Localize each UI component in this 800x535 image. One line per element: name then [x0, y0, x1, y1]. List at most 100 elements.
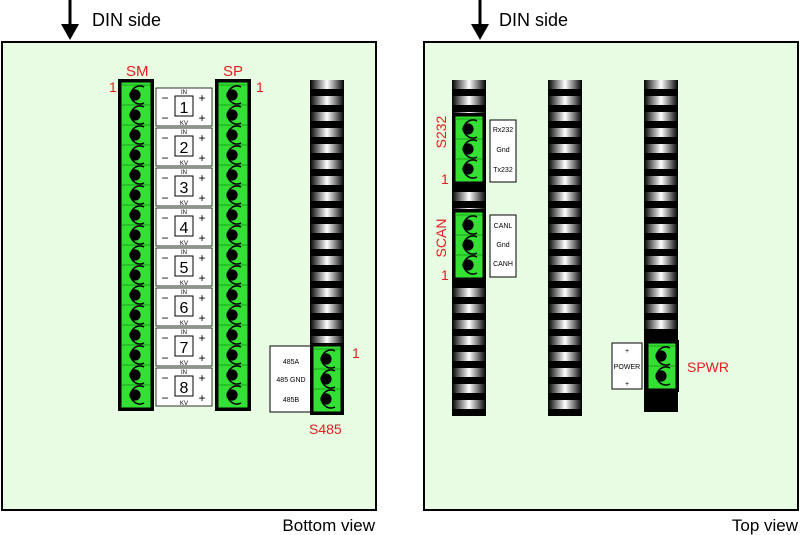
- screw-terminal-icon[interactable]: [226, 189, 238, 201]
- channel-minus-bottom: −: [161, 111, 168, 125]
- screw-terminal-icon[interactable]: [226, 229, 238, 241]
- channel-kv-label: KV: [180, 161, 188, 167]
- channel-plus-top: +: [198, 291, 205, 305]
- screw-terminal-icon[interactable]: [129, 169, 141, 181]
- screw-terminal-icon[interactable]: [226, 169, 238, 181]
- screw-terminal-icon[interactable]: [226, 369, 238, 381]
- screw-terminal-icon[interactable]: [129, 349, 141, 361]
- screw-terminal-icon[interactable]: [129, 249, 141, 261]
- vent-slot-gap: [548, 169, 582, 176]
- vent-slot: [548, 208, 582, 217]
- screw-terminal-icon[interactable]: [226, 389, 238, 401]
- vent-slot: [644, 160, 678, 169]
- sm-terminal-block[interactable]: [118, 79, 154, 411]
- screw-terminal-icon[interactable]: [226, 209, 238, 221]
- screw-terminal-icon[interactable]: [129, 309, 141, 321]
- screw-terminal-icon[interactable]: [226, 89, 238, 101]
- spwr-label: SPWR: [687, 359, 729, 375]
- vent-slot: [644, 96, 678, 105]
- channel-in-label: IN: [181, 370, 187, 376]
- screw-terminal-icon[interactable]: [655, 370, 667, 382]
- vent-slot-gap: [644, 137, 678, 144]
- vent-slot-gap: [310, 121, 344, 128]
- vent-slot: [548, 272, 582, 281]
- vent-slot-gap: [310, 329, 344, 336]
- vent-slot: [548, 304, 582, 313]
- screw-terminal-icon[interactable]: [129, 289, 141, 301]
- screw-terminal-icon[interactable]: [129, 189, 141, 201]
- screw-terminal-icon[interactable]: [226, 149, 238, 161]
- screw-terminal-icon[interactable]: [129, 329, 141, 341]
- bottom-view-label: Bottom view: [282, 516, 375, 535]
- screw-terminal-icon[interactable]: [226, 269, 238, 281]
- screw-terminal-icon[interactable]: [129, 229, 141, 241]
- screw-terminal-icon[interactable]: [129, 109, 141, 121]
- channel-minus-top: −: [161, 211, 168, 225]
- screw-terminal-icon[interactable]: [129, 269, 141, 281]
- screw-terminal-icon[interactable]: [129, 369, 141, 381]
- screw-terminal-icon[interactable]: [226, 129, 238, 141]
- channel-number: 6: [180, 300, 189, 317]
- vent-slot-gap: [310, 201, 344, 208]
- top-view-label: Top view: [732, 516, 799, 535]
- channel-number: 7: [180, 340, 189, 357]
- channel-plus-bottom: +: [198, 191, 205, 205]
- channel-minus-bottom: −: [161, 311, 168, 325]
- vent-slot: [548, 320, 582, 329]
- channel-kv-label: KV: [180, 241, 188, 247]
- vent-slot: [548, 96, 582, 105]
- down-arrow-head-icon: [61, 24, 79, 40]
- channel-minus-top: −: [161, 91, 168, 105]
- channel-minus-top: −: [161, 171, 168, 185]
- screw-terminal-icon[interactable]: [320, 393, 332, 405]
- screw-terminal-icon[interactable]: [129, 89, 141, 101]
- screw-terminal-icon[interactable]: [226, 309, 238, 321]
- vent-slot: [548, 384, 582, 393]
- channel-minus-top: −: [161, 331, 168, 345]
- vent-slot: [548, 192, 582, 201]
- channel-plus-bottom: +: [198, 351, 205, 365]
- screw-terminal-icon[interactable]: [129, 389, 141, 401]
- sp-terminal-block[interactable]: [215, 79, 251, 411]
- screw-terminal-icon[interactable]: [129, 209, 141, 221]
- vent-slot-gap: [452, 297, 486, 304]
- vent-slot-gap: [644, 105, 678, 112]
- vent-grille: [548, 80, 582, 416]
- screw-terminal-icon[interactable]: [226, 349, 238, 361]
- vent-slot-gap: [452, 281, 486, 288]
- screw-terminal-icon[interactable]: [226, 289, 238, 301]
- scan-terminal-block[interactable]: [452, 209, 486, 281]
- screw-terminal-icon[interactable]: [320, 353, 332, 365]
- vent-slot: [452, 288, 486, 297]
- screw-terminal-icon[interactable]: [462, 123, 474, 135]
- screw-terminal-icon[interactable]: [462, 143, 474, 155]
- channel-plus-top: +: [198, 211, 205, 225]
- screw-terminal-icon[interactable]: [462, 219, 474, 231]
- vent-slot-gap: [452, 393, 486, 400]
- screw-terminal-icon[interactable]: [129, 149, 141, 161]
- screw-terminal-icon[interactable]: [129, 129, 141, 141]
- screw-terminal-icon[interactable]: [462, 259, 474, 271]
- spwr-terminal-block[interactable]: [645, 340, 679, 392]
- vent-slot-gap: [644, 249, 678, 256]
- screw-terminal-icon[interactable]: [320, 373, 332, 385]
- vent-slot-gap: [310, 153, 344, 160]
- scan-pin-label-box: [489, 214, 517, 278]
- screw-terminal-icon[interactable]: [655, 350, 667, 362]
- vent-slot: [452, 80, 486, 89]
- channel-minus-top: −: [161, 371, 168, 385]
- screw-terminal-icon[interactable]: [462, 163, 474, 175]
- screw-terminal-icon[interactable]: [462, 239, 474, 251]
- s485-terminal-block[interactable]: [310, 343, 344, 415]
- vent-slot-gap: [548, 89, 582, 96]
- s232-terminal-block[interactable]: [452, 113, 486, 185]
- vent-slot-gap: [644, 217, 678, 224]
- vent-slot-gap: [310, 249, 344, 256]
- channel-minus-top: −: [161, 291, 168, 305]
- screw-terminal-icon[interactable]: [226, 109, 238, 121]
- screw-terminal-icon[interactable]: [226, 249, 238, 261]
- screw-terminal-icon[interactable]: [226, 329, 238, 341]
- vent-slot-gap: [644, 153, 678, 160]
